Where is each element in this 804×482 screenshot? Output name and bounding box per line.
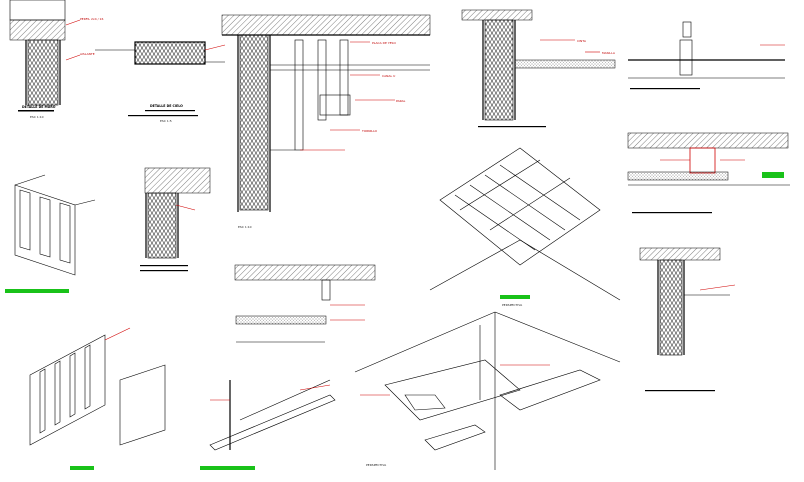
detail-ceiling-grid: PERSPECTIVA [429, 147, 621, 307]
svg-text:PARAL: PARAL [396, 99, 406, 103]
svg-text:MASILLA: MASILLA [602, 51, 616, 55]
detail-beam-section: DETALLE DE CIELO ESC 1:5 [95, 41, 226, 123]
detail-ceiling-junction: CINTA MASILLA [461, 9, 616, 128]
svg-text:PERSPECTIVA: PERSPECTIVA [366, 463, 387, 467]
detail-right-ceiling [627, 132, 790, 214]
scale-label-2: ESC 1:5 [160, 119, 172, 123]
perspective-label: PERSPECTIVA [502, 303, 523, 307]
detail-title-1: DETALLE DE MURO [22, 105, 56, 109]
detail-wall-section-b [140, 167, 211, 272]
detail-panel-perspective [29, 327, 166, 470]
svg-text:CINTA: CINTA [577, 39, 587, 43]
detail-center-ceiling [234, 264, 376, 343]
svg-text:PERFIL 2x4 / 16: PERFIL 2x4 / 16 [80, 17, 103, 21]
svg-text:TORNILLO: TORNILLO [361, 129, 378, 133]
svg-text:ESC 1:10: ESC 1:10 [238, 225, 252, 229]
detail-wall-header: PERFIL 2x4 / 16 AISLANTE DETALLE DE MURO… [9, 0, 103, 119]
svg-text:AISLANTE: AISLANTE [80, 52, 95, 56]
detail-room-perspective: PERSPECTIVA [354, 311, 621, 470]
detail-angle-profile [200, 379, 336, 470]
svg-text:PLACA DE YESO: PLACA DE YESO [372, 41, 396, 45]
detail-title-2: DETALLE DE CIELO [150, 104, 183, 108]
detail-top-right [628, 21, 785, 90]
detail-frame-perspective [5, 174, 96, 293]
scale-label-1: ESC 1:10 [30, 115, 44, 119]
detail-right-wall [639, 247, 736, 392]
detail-wall-ceiling: PLACA DE YESO CANAL U PARAL TORNILLO ESC… [221, 14, 431, 229]
svg-text:CANAL U: CANAL U [382, 74, 395, 78]
